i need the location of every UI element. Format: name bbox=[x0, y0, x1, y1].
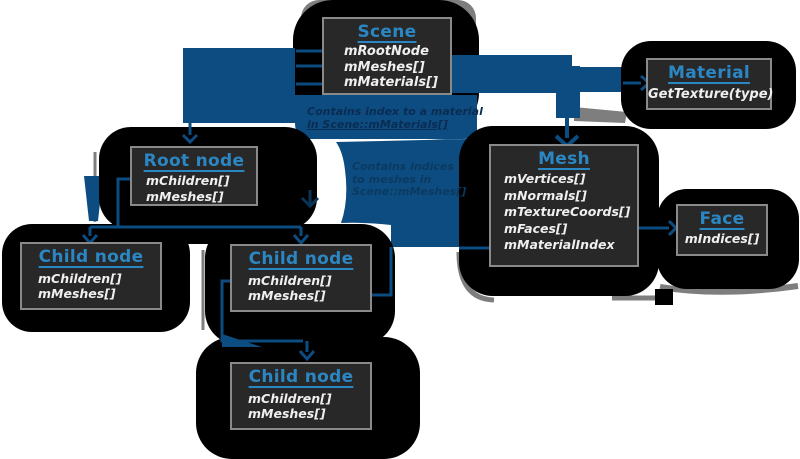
face-title: Face bbox=[699, 209, 745, 229]
child-left-field-mmeshes: mMeshes[] bbox=[38, 286, 116, 301]
band-to-mesh bbox=[556, 66, 580, 118]
child-center-field-mmeshes: mMeshes[] bbox=[248, 288, 326, 303]
face-field-mindices: mIndices[] bbox=[684, 231, 760, 246]
material-title: Material bbox=[668, 63, 750, 83]
node-mesh: Mesh mVertices[] mNormals[] mTextureCoor… bbox=[489, 144, 639, 267]
root-title: Root node bbox=[143, 151, 245, 171]
node-child-left: Child node mChildren[] mMeshes[] bbox=[20, 242, 162, 310]
root-field-mchildren: mChildren[] bbox=[146, 173, 230, 188]
node-scene: Scene mRootNode mMeshes[] mMaterials[] bbox=[322, 17, 452, 95]
child-bottom-field-mchildren: mChildren[] bbox=[248, 391, 332, 406]
child-left-field-mchildren: mChildren[] bbox=[38, 271, 122, 286]
mesh-field-mnormals: mNormals[] bbox=[504, 187, 587, 203]
node-child-center: Child node mChildren[] mMeshes[] bbox=[230, 244, 372, 312]
mesh-field-mtexturecoords: mTextureCoords[] bbox=[504, 204, 631, 219]
child-center-title: Child node bbox=[248, 249, 354, 269]
scene-field-mmaterials: mMaterials[] bbox=[344, 75, 439, 90]
material-field-gettexture: GetTexture(type) bbox=[648, 87, 774, 102]
mesh-title: Mesh bbox=[538, 149, 590, 169]
node-face: Face mIndices[] bbox=[676, 204, 768, 256]
scene-title: Scene bbox=[357, 22, 417, 42]
root-field-mmeshes: mMeshes[] bbox=[146, 188, 224, 204]
node-material: Material GetTexture(type) bbox=[646, 58, 774, 110]
node-root: Root node mChildren[] mMeshes[] bbox=[130, 146, 258, 206]
child-bottom-title: Child node bbox=[248, 367, 354, 387]
annotation-material-index: Contains index to a material in Scene::m… bbox=[307, 105, 483, 131]
face-blob-corner bbox=[655, 289, 673, 305]
mesh-field-mmaterialindex: mMaterialIndex bbox=[504, 237, 615, 252]
mesh-field-mfaces: mFaces[] bbox=[504, 220, 568, 236]
node-child-bottom: Child node mChildren[] mMeshes[] bbox=[230, 362, 372, 430]
scene-field-mmeshes: mMeshes[] bbox=[344, 59, 425, 75]
mesh-field-mvertices: mVertices[] bbox=[504, 171, 586, 186]
scene-field-mrootnode: mRootNode bbox=[344, 44, 429, 59]
face-gray-bottom bbox=[659, 283, 799, 295]
gray-wedge bbox=[574, 107, 627, 123]
blue-connector-blob bbox=[84, 48, 623, 247]
child-bottom-field-mmeshes: mMeshes[] bbox=[248, 406, 326, 421]
annotation-mesh-indices: Contains indices to meshes in Scene::mMe… bbox=[352, 160, 467, 198]
child-left-title: Child node bbox=[38, 247, 144, 267]
child-center-field-mchildren: mChildren[] bbox=[248, 273, 332, 288]
